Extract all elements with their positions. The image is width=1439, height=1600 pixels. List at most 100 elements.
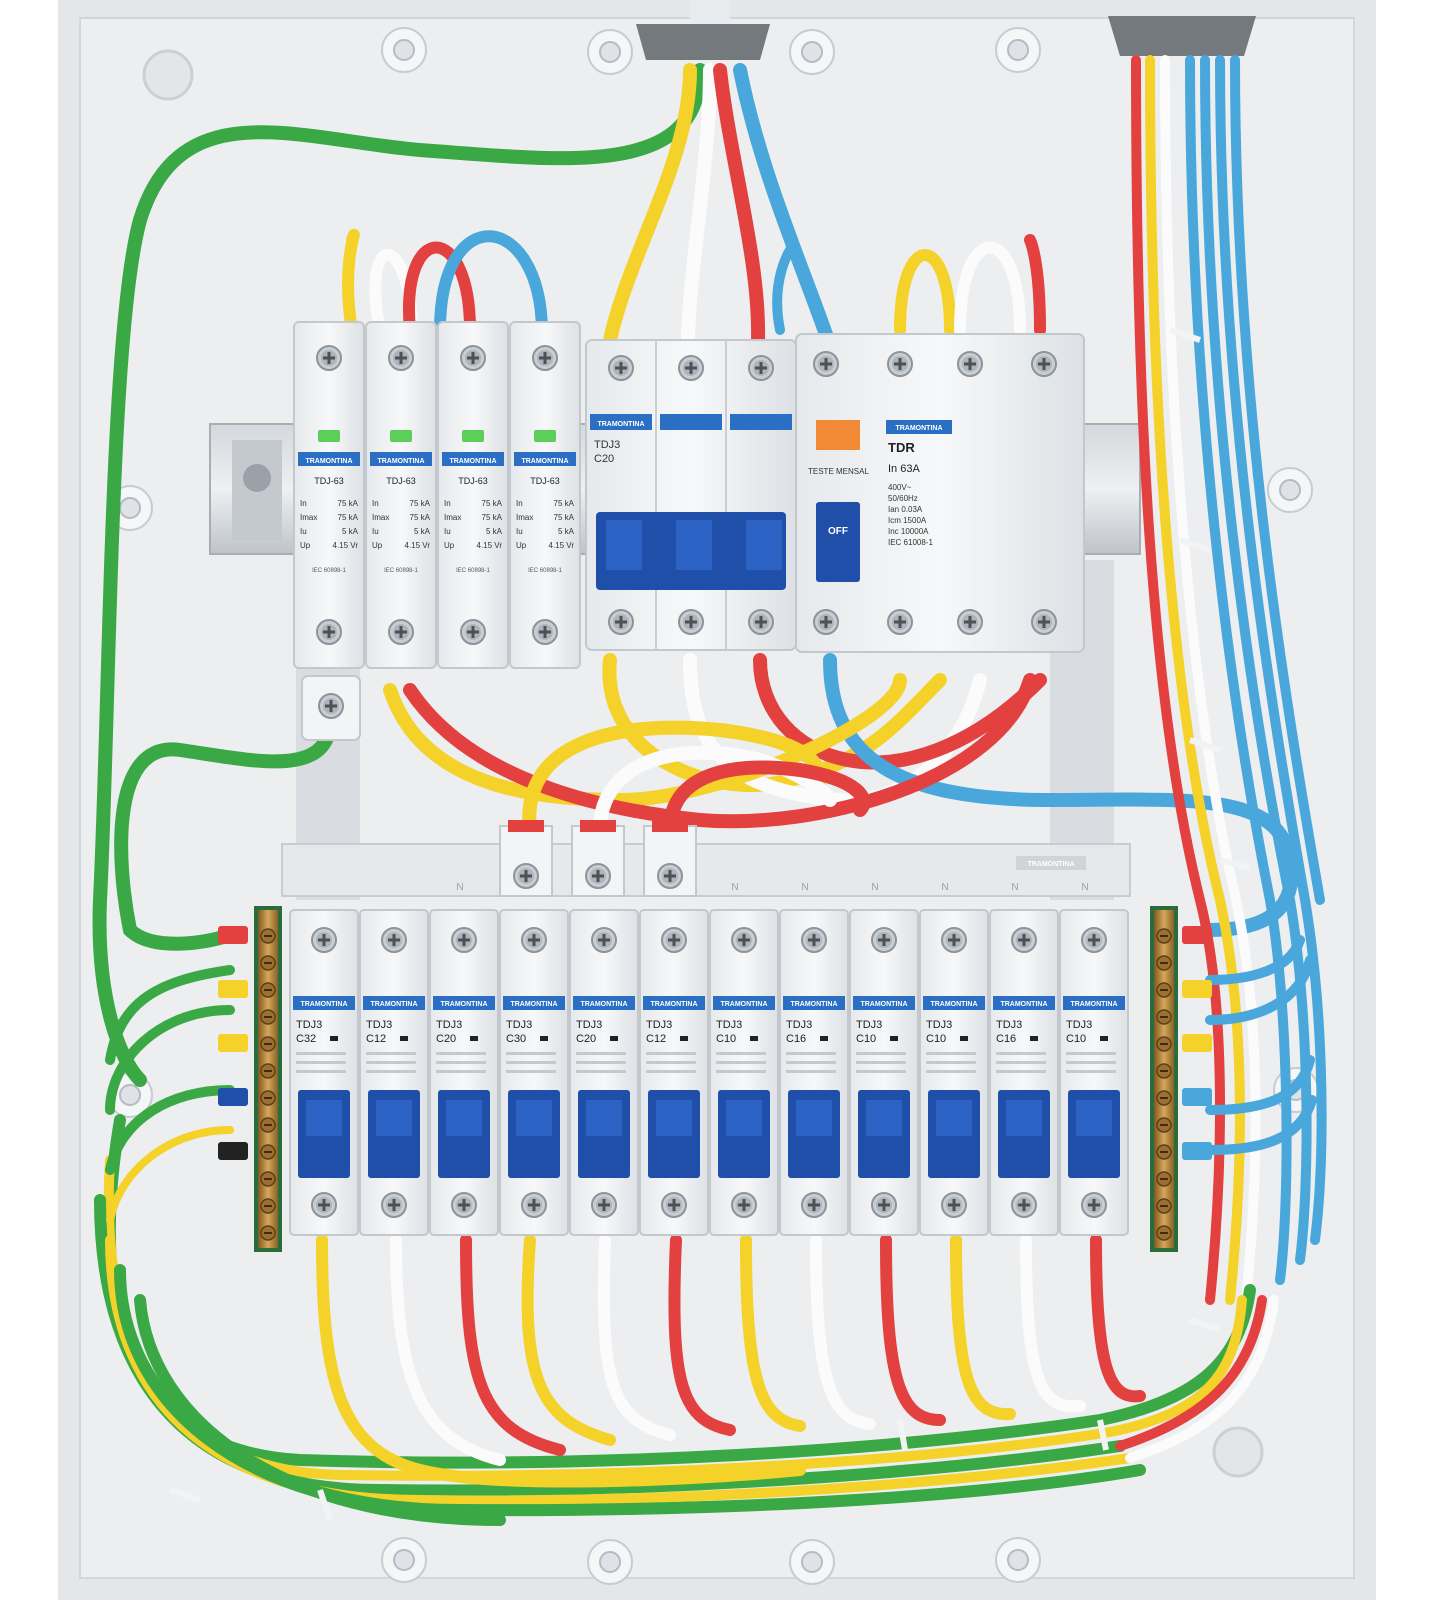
rail-end-clamp bbox=[232, 440, 282, 540]
rcd-rating: In 63A bbox=[888, 463, 920, 475]
breaker-brand: TRAMONTINA bbox=[300, 1001, 347, 1008]
spd-spec-key: Up bbox=[300, 541, 311, 550]
spd-spec-value: 75 kA bbox=[410, 513, 431, 522]
spd-spec-key: Imax bbox=[300, 513, 317, 522]
rcd-spec-line: 400V~ bbox=[888, 483, 912, 492]
breaker-rating: C32 bbox=[296, 1033, 316, 1045]
neutral-mark: N bbox=[871, 882, 878, 893]
wire-ferrule bbox=[218, 1034, 248, 1052]
spd-spec-key: Imax bbox=[516, 513, 533, 522]
spd-spec-key: Iu bbox=[444, 527, 451, 536]
spd-model: TDJ-63 bbox=[530, 476, 560, 486]
rcd-spec-line: IEC 61008-1 bbox=[888, 538, 933, 547]
breaker-model: TDJ3 bbox=[1066, 1019, 1092, 1031]
neutral-mark: N bbox=[941, 882, 948, 893]
spd-spec-value: 75 kA bbox=[554, 513, 575, 522]
rcd-spec-line: Ian 0.03A bbox=[888, 505, 923, 514]
spd-spec-value: 4.15 Vr bbox=[405, 541, 431, 550]
spd-spec-value: 75 kA bbox=[482, 499, 503, 508]
rcd-test-button[interactable] bbox=[816, 420, 860, 450]
spd-spec-key: In bbox=[516, 499, 523, 508]
rcd-spec-line: Inc 10000A bbox=[888, 527, 929, 536]
neutral-mark: N bbox=[1011, 882, 1018, 893]
breaker-model: TDJ3 bbox=[786, 1019, 812, 1031]
main-breaker[interactable]: TRAMONTINA TDJ3 C20 bbox=[585, 339, 797, 651]
cable-gland-top-center bbox=[636, 0, 770, 60]
wire-ferrule bbox=[1182, 926, 1212, 944]
breaker-brand: TRAMONTINA bbox=[720, 1001, 767, 1008]
spd-status-indicator bbox=[390, 430, 412, 442]
neutral-mark: N bbox=[731, 882, 738, 893]
breaker-model: TDJ3 bbox=[506, 1019, 532, 1031]
spd-cert: IEC 60898-1 bbox=[456, 568, 490, 574]
breaker-rating: C12 bbox=[366, 1033, 386, 1045]
wire-ferrule bbox=[1182, 1088, 1212, 1106]
spd-cert: IEC 60898-1 bbox=[384, 568, 418, 574]
rcd-handle[interactable] bbox=[816, 502, 860, 582]
spd-spec-value: 5 kA bbox=[486, 527, 503, 536]
spd-spec-value: 4.15 Vr bbox=[477, 541, 503, 550]
wire-ferrule bbox=[218, 1088, 248, 1106]
spd-spec-key: Imax bbox=[372, 513, 389, 522]
spd-spec-key: Up bbox=[444, 541, 455, 550]
breaker-brand: TRAMONTINA bbox=[650, 1001, 697, 1008]
spd-model: TDJ-63 bbox=[314, 476, 344, 486]
breaker-model: TDJ3 bbox=[296, 1019, 322, 1031]
breaker-rating: C20 bbox=[436, 1033, 456, 1045]
breaker-brand: TRAMONTINA bbox=[1070, 1001, 1117, 1008]
spd-model: TDJ-63 bbox=[458, 476, 488, 486]
rcd-spec-line: Icm 1500A bbox=[888, 516, 927, 525]
spd-spec-key: Up bbox=[516, 541, 527, 550]
breaker-brand: TRAMONTINA bbox=[440, 1001, 487, 1008]
spd-spec-key: Iu bbox=[372, 527, 379, 536]
spd-spec-value: 4.15 Vr bbox=[333, 541, 359, 550]
cable-gland-top-right bbox=[1108, 16, 1256, 56]
main-breaker-model: TDJ3 bbox=[594, 439, 620, 451]
spd-model: TDJ-63 bbox=[386, 476, 416, 486]
wire-ferrule bbox=[1182, 980, 1212, 998]
breaker-rating: C20 bbox=[576, 1033, 596, 1045]
spd-status-indicator bbox=[318, 430, 340, 442]
spd-spec-value: 75 kA bbox=[338, 513, 359, 522]
breaker-rating: C10 bbox=[926, 1033, 946, 1045]
neutral-connectors bbox=[499, 820, 697, 897]
spd-cert: IEC 60898-1 bbox=[528, 568, 562, 574]
breaker-rating: C16 bbox=[786, 1033, 806, 1045]
spd-spec-value: 75 kA bbox=[338, 499, 359, 508]
rcd-spec-line: 50/60Hz bbox=[888, 494, 918, 503]
earth-clamp bbox=[301, 675, 361, 741]
breaker-brand: TRAMONTINA bbox=[790, 1001, 837, 1008]
neutral-bar-brand: TRAMONTINA bbox=[1027, 861, 1074, 868]
rcd-brand: TRAMONTINA bbox=[895, 425, 942, 432]
neutral-mark: N bbox=[801, 882, 808, 893]
breaker-brand: TRAMONTINA bbox=[370, 1001, 417, 1008]
breaker-brand: TRAMONTINA bbox=[860, 1001, 907, 1008]
breaker-brand: TRAMONTINA bbox=[930, 1001, 977, 1008]
wire-ferrule bbox=[218, 926, 248, 944]
spd-status-indicator bbox=[534, 430, 556, 442]
residual-current-device: TESTE MENSAL OFF TRAMONTINA TDR In 63A 4… bbox=[795, 333, 1085, 653]
main-breaker-rating: C20 bbox=[594, 453, 614, 465]
spd-spec-key: Imax bbox=[444, 513, 461, 522]
spd-spec-value: 5 kA bbox=[342, 527, 359, 536]
breaker-brand: TRAMONTINA bbox=[1000, 1001, 1047, 1008]
